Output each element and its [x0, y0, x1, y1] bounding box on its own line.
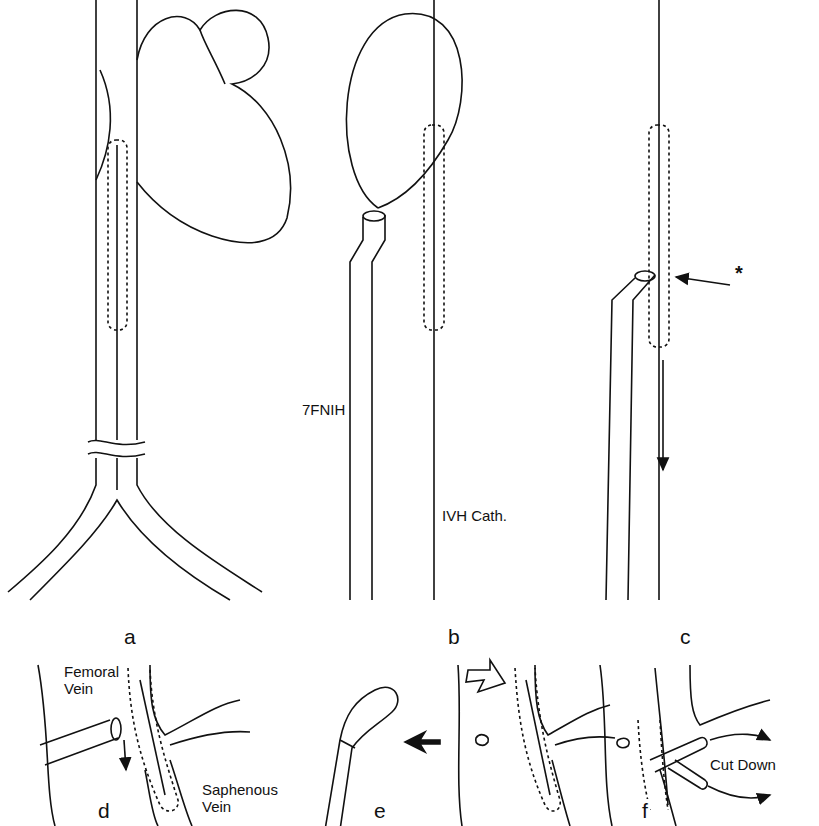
panel-letter: a [122, 625, 138, 648]
part-label: Cut Down [708, 757, 778, 774]
part-label: Femoral Vein [62, 664, 136, 697]
callout-mark: * [733, 262, 745, 284]
part-label: 7FNIH [300, 402, 347, 419]
panel-letter: b [446, 625, 462, 648]
panel-letter: e [372, 799, 388, 822]
panel-letter: d [96, 799, 112, 822]
panel-e [325, 660, 615, 826]
panel-a [8, 0, 290, 600]
panel-letter: c [678, 625, 693, 648]
panel-c [606, 0, 730, 600]
part-label: IVH Cath. [440, 508, 509, 525]
panel-f [600, 665, 770, 826]
part-label: Saphenous Vein [200, 782, 294, 815]
panel-letter: f [640, 799, 650, 822]
